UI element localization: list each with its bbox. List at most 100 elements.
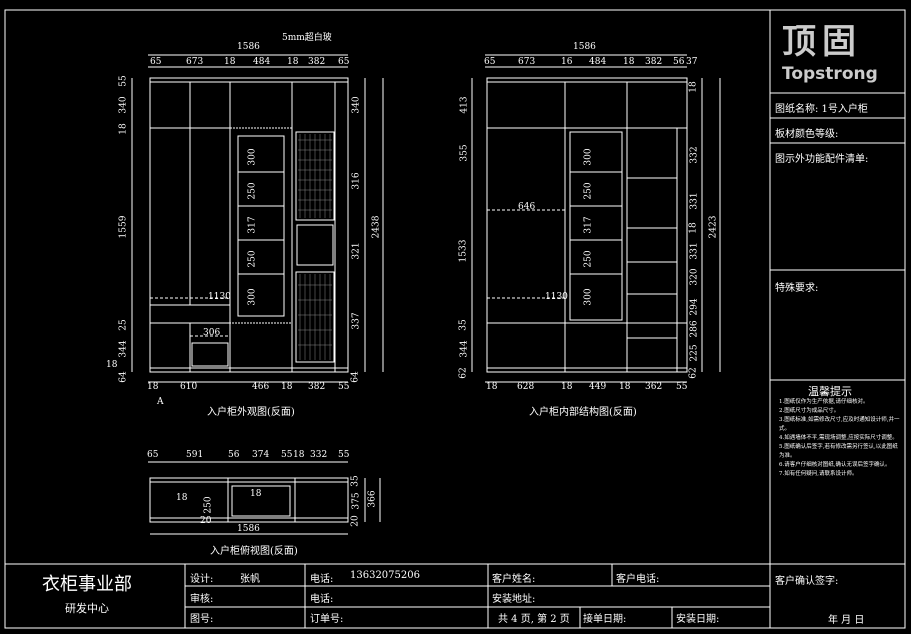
front-width-1130: 1130	[208, 292, 231, 302]
front-inner-dim: 250	[247, 250, 258, 268]
inner-bottom-dim: 628	[517, 382, 535, 392]
front-inner-dim: 300	[247, 148, 258, 166]
inner-bottom-dim: 449	[589, 382, 607, 392]
front-right-dim: 337	[351, 312, 362, 330]
inner-width-646: 646	[518, 202, 536, 212]
order-no-label: 订单号:	[310, 614, 344, 625]
department: 衣柜事业部	[42, 574, 132, 595]
top-right-dim: 20	[350, 515, 361, 527]
front-left-dim: 18	[106, 360, 118, 370]
phone-label: 电话:	[310, 574, 334, 585]
inner-right-dim: 331	[689, 242, 700, 260]
designer-name: 张帆	[240, 574, 260, 585]
inner-right-total: 2423	[708, 215, 719, 239]
confirm-date: 年 月 日	[828, 615, 865, 626]
front-left-dim: 344	[118, 340, 129, 358]
install-date-label: 安装日期:	[676, 614, 720, 625]
page-count: 共 4 页, 第 2 页	[498, 614, 570, 625]
tip-line: 7.如有任何疑问,请联系设计师。	[779, 471, 858, 477]
front-width-306: 306	[203, 328, 221, 338]
inner-top-dim: 673	[518, 57, 536, 67]
accessories: 图示外功能配件清单:	[775, 154, 869, 165]
tips-title: 温馨提示	[808, 385, 852, 398]
inner-left-dim: 35	[458, 319, 469, 331]
inner-right-dim: 62	[688, 367, 699, 379]
inner-right-dim: 320	[689, 268, 700, 286]
front-bottom-dim: 18	[281, 382, 293, 392]
inner-right-dim: 294	[689, 298, 700, 316]
inner-left-dim: 355	[459, 144, 470, 162]
top-view-dim: 55	[338, 450, 350, 460]
drawing-name: 图纸名称: 1号入户柜	[775, 104, 868, 115]
glass-note: 5mm超白玻	[282, 33, 332, 43]
front-top-total: 1586	[237, 42, 260, 52]
inner-inner-dim: 317	[583, 216, 594, 234]
inner-left-dim: 344	[459, 340, 470, 358]
top-view-caption: 入户柜俯视图(反面)	[210, 546, 298, 557]
inner-bottom-dim: 18	[486, 382, 498, 392]
inner-top-dim: 382	[645, 57, 663, 67]
tip-line: 6.请客户仔细核对图纸,确认无误后签字确认。	[779, 462, 891, 468]
front-right-dim: 64	[350, 371, 361, 383]
front-bottom-dim: 18	[147, 382, 159, 392]
front-left-dim: 25	[118, 319, 129, 331]
top-small-dim: 18	[176, 493, 188, 503]
inner-inner-dim: 250	[583, 250, 594, 268]
inner-top-dim: 37	[686, 57, 698, 67]
front-view-caption: 入户柜外观图(反面)	[207, 407, 295, 418]
phone-value: 13632075206	[350, 570, 420, 581]
inner-bottom-dim: 18	[561, 382, 573, 392]
top-right-dim: 35	[350, 475, 361, 487]
board-color: 板材颜色等级:	[775, 129, 839, 140]
front-right-dim: 340	[351, 96, 362, 114]
tip-line: 1.图纸仅作为生产依据,请仔细核对。	[779, 399, 869, 405]
inner-right-dim: 18	[688, 222, 699, 234]
brand-logo-en: Topstrong	[782, 64, 878, 84]
top-right-dim: 375	[351, 492, 362, 510]
top-small-dim: 18	[250, 489, 262, 499]
inner-right-dim: 332	[689, 146, 700, 164]
phone2-label: 电话:	[310, 594, 334, 605]
inner-right-dim: 331	[689, 192, 700, 210]
inner-bottom-dim: 18	[619, 382, 631, 392]
tip-line: 2.图纸尺寸为成品尺寸。	[779, 408, 840, 414]
inner-left-dim: 413	[459, 96, 470, 114]
front-top-dim: 18	[224, 57, 236, 67]
tips-list: 1.图纸仅作为生产依据,请仔细核对。 2.图纸尺寸为成品尺寸。 3.图纸标准,如…	[779, 398, 903, 479]
inner-top-dim: 16	[561, 57, 573, 67]
front-bottom-dim: 382	[308, 382, 326, 392]
top-view-dim: 18	[293, 450, 305, 460]
inner-width-1130: 1130	[545, 292, 568, 302]
top-total-width: 1586	[237, 524, 260, 534]
review-label: 审核:	[190, 594, 214, 605]
inner-top-dim: 56	[673, 57, 685, 67]
top-view-dim: 65	[147, 450, 159, 460]
front-right-dim: 321	[351, 242, 362, 260]
front-top-dim: 65	[150, 57, 162, 67]
top-view-dim: 374	[252, 450, 270, 460]
front-top-dim: 673	[186, 57, 204, 67]
rd-center: 研发中心	[65, 602, 109, 615]
front-top-dim: 65	[338, 57, 350, 67]
front-left-dim: 55	[118, 75, 129, 87]
inner-bottom-dim: 55	[676, 382, 688, 392]
top-view-dim: 56	[228, 450, 240, 460]
top-view-dim: 332	[310, 450, 328, 460]
inner-inner-dim: 300	[583, 148, 594, 166]
marker-a: A	[157, 397, 164, 407]
inner-left-dim: 62	[458, 367, 469, 379]
inner-top-dim: 484	[589, 57, 607, 67]
front-left-dim: 340	[118, 96, 129, 114]
designer-label: 设计:	[190, 574, 214, 585]
inner-right-dim: 225	[689, 344, 700, 362]
inner-inner-dim: 300	[583, 288, 594, 306]
tip-line: 3.图纸标准,如需修改尺寸,应及时通知设计师,并一式。	[779, 417, 900, 432]
top-view-dim: 55	[281, 450, 293, 460]
address-label: 安装地址:	[492, 594, 536, 605]
customer-name-label: 客户姓名:	[492, 574, 536, 585]
inner-inner-dim: 250	[583, 182, 594, 200]
front-bottom-dim: 466	[252, 382, 270, 392]
brand-logo-cn: 顶固	[782, 22, 862, 62]
front-bottom-dim: 610	[180, 382, 198, 392]
